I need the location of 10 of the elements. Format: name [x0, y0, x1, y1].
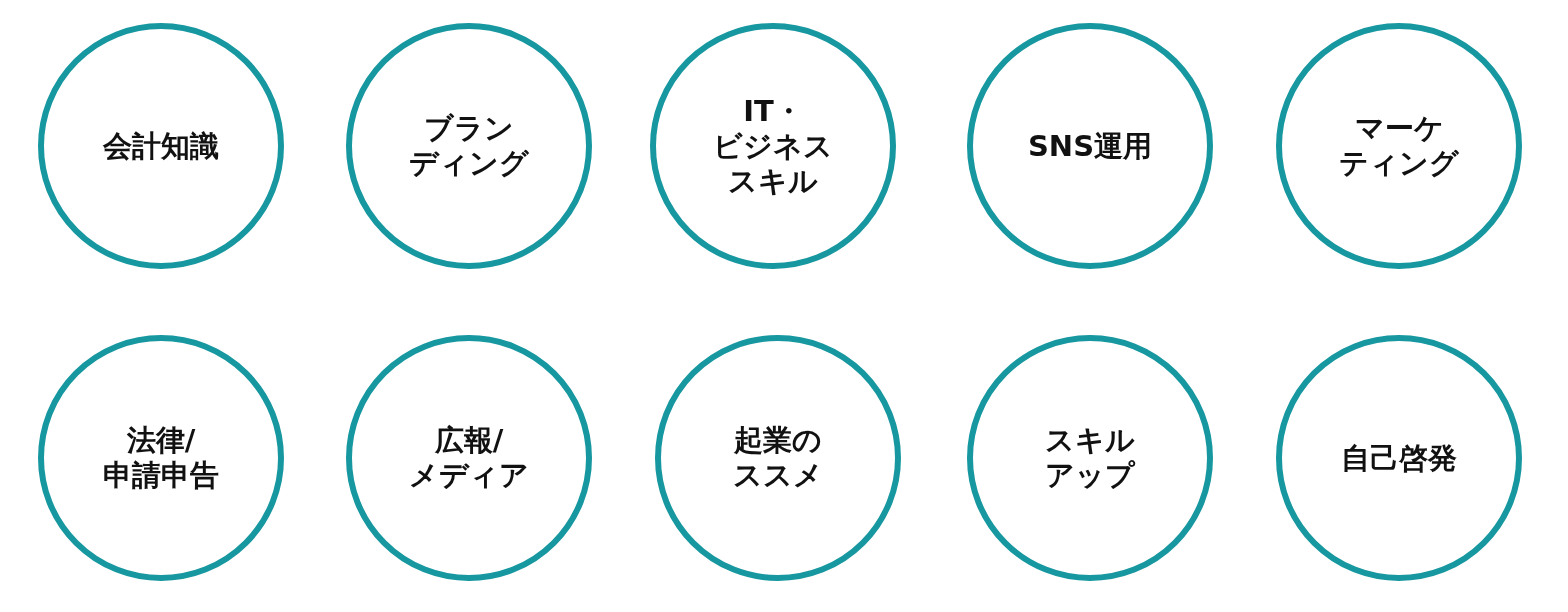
circle-label: 起業のススメ: [733, 423, 823, 493]
circle-label: 会計知識: [103, 128, 219, 164]
circle-label: 法律/申請申告: [103, 423, 219, 493]
circle-label: スキルアップ: [1045, 423, 1135, 493]
circle-label: 自己啓発: [1341, 440, 1457, 476]
circle-label: IT・ビジネススキル: [713, 93, 833, 199]
circle-label: 広報/メディア: [409, 423, 529, 493]
circle-label: マーケティング: [1339, 111, 1459, 181]
circle-label: SNS運用: [1027, 128, 1152, 164]
circle-label: ブランディング: [409, 111, 529, 181]
